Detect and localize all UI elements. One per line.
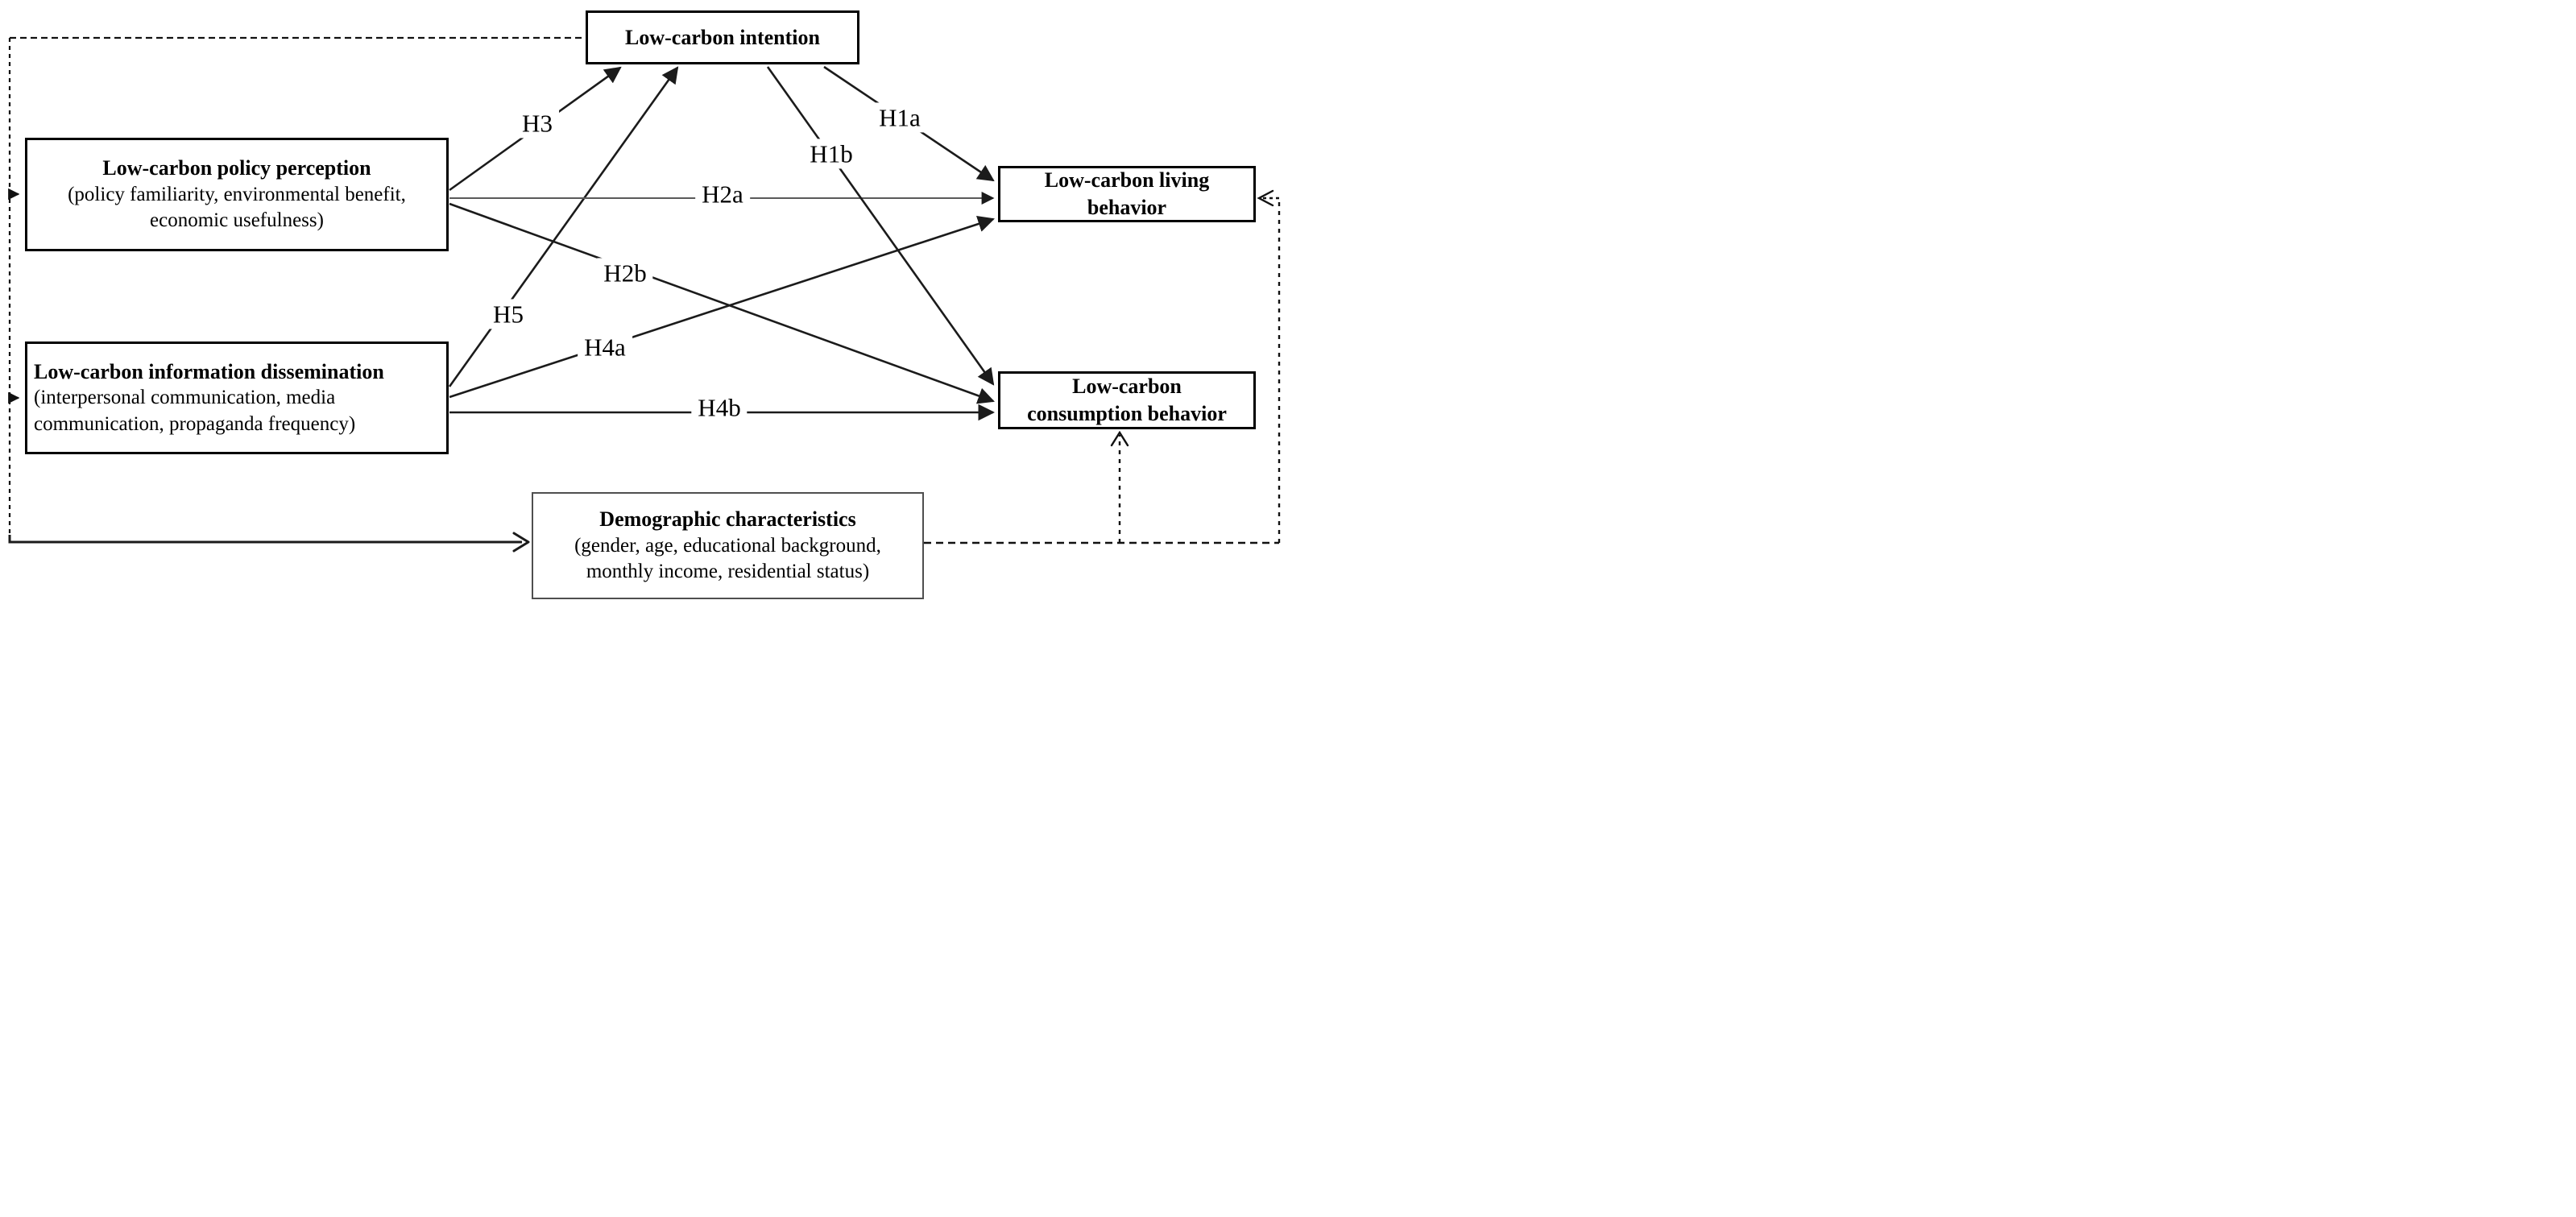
arrowhead-consumption-dashed — [1110, 430, 1129, 447]
box-title-line2: consumption behavior — [1027, 402, 1227, 425]
box-subtext-line1: (interpersonal communication, media — [34, 387, 336, 409]
box-title: Low-carbon policy perception — [102, 156, 371, 180]
box-title: Low-carbon information dissemination — [34, 359, 384, 383]
box-low-carbon-intention: Low-carbon intention — [586, 10, 859, 64]
edge-label-h1a: H1a — [872, 102, 927, 133]
arrowhead-demographic — [512, 532, 530, 553]
box-subtext-line2: economic usefulness) — [150, 209, 324, 232]
arrowhead-living-dashed — [1257, 189, 1274, 207]
box-low-carbon-living-behavior: Low-carbon living behavior — [998, 166, 1256, 222]
box-subtext-line1: (gender, age, educational background, — [574, 534, 881, 557]
box-title: Demographic characteristics — [599, 507, 856, 532]
edge-label-h5: H5 — [487, 299, 530, 329]
edge-label-h4a: H4a — [578, 332, 632, 362]
box-title: Low-carbon intention — [625, 25, 820, 49]
arrow-to-demographic — [8, 535, 522, 544]
arrow-h5 — [448, 66, 679, 387]
box-demographic-characteristics: Demographic characteristics (gender, age… — [532, 492, 924, 599]
box-title-line1: Low-carbon — [1072, 375, 1182, 399]
edge-label-h3: H3 — [516, 108, 559, 139]
edge-label-h2a: H2a — [695, 179, 750, 209]
box-low-carbon-policy-perception: Low-carbon policy perception (policy fam… — [25, 138, 449, 251]
arrow-h4a — [449, 215, 995, 399]
edge-label-h1b: H1b — [803, 139, 859, 169]
arrow-h1b — [766, 66, 995, 386]
arrow-h2b — [449, 202, 995, 404]
edge-label-h2b: H2b — [597, 258, 653, 288]
box-title-line1: Low-carbon living — [1044, 168, 1210, 192]
box-subtext-line2: communication, propaganda frequency) — [34, 412, 356, 435]
edge-label-h4b: H4b — [691, 392, 748, 423]
box-title-line2: behavior — [1087, 196, 1167, 219]
diagram-canvas: Low-carbon intention Low-carbon policy p… — [0, 0, 1288, 608]
box-subtext-line2: monthly income, residential status) — [586, 561, 870, 583]
box-subtext-line1: (policy familiarity, environmental benef… — [68, 183, 406, 205]
box-low-carbon-consumption-behavior: Low-carbon consumption behavior — [998, 371, 1256, 429]
box-low-carbon-information-dissemination: Low-carbon information dissemination (in… — [25, 342, 449, 454]
